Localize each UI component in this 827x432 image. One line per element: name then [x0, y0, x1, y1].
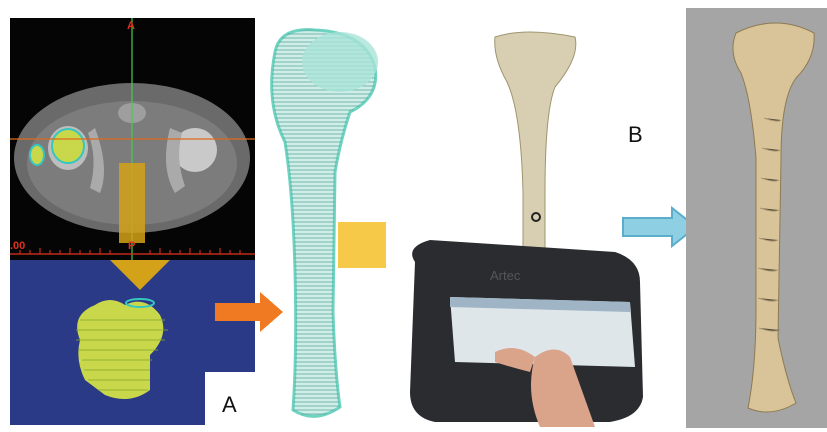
panel-b-label: B	[628, 122, 643, 148]
ct-slice-image	[10, 18, 255, 260]
rendered-bone-panel	[686, 8, 827, 428]
yellow-square-marker	[338, 222, 386, 268]
wireframe-femur-model	[255, 12, 385, 427]
down-arrow-icon	[110, 260, 170, 290]
ct-anterior-marker: A	[127, 20, 135, 32]
ct-scan-panel: A P .00	[10, 18, 255, 260]
ct-scale-label: .00	[10, 240, 25, 252]
panel-a-label: A	[222, 392, 237, 418]
scanner-brand-text: Artec	[490, 268, 521, 283]
ct-posterior-marker: P	[128, 240, 135, 252]
rendered-tibia-model	[686, 8, 827, 428]
